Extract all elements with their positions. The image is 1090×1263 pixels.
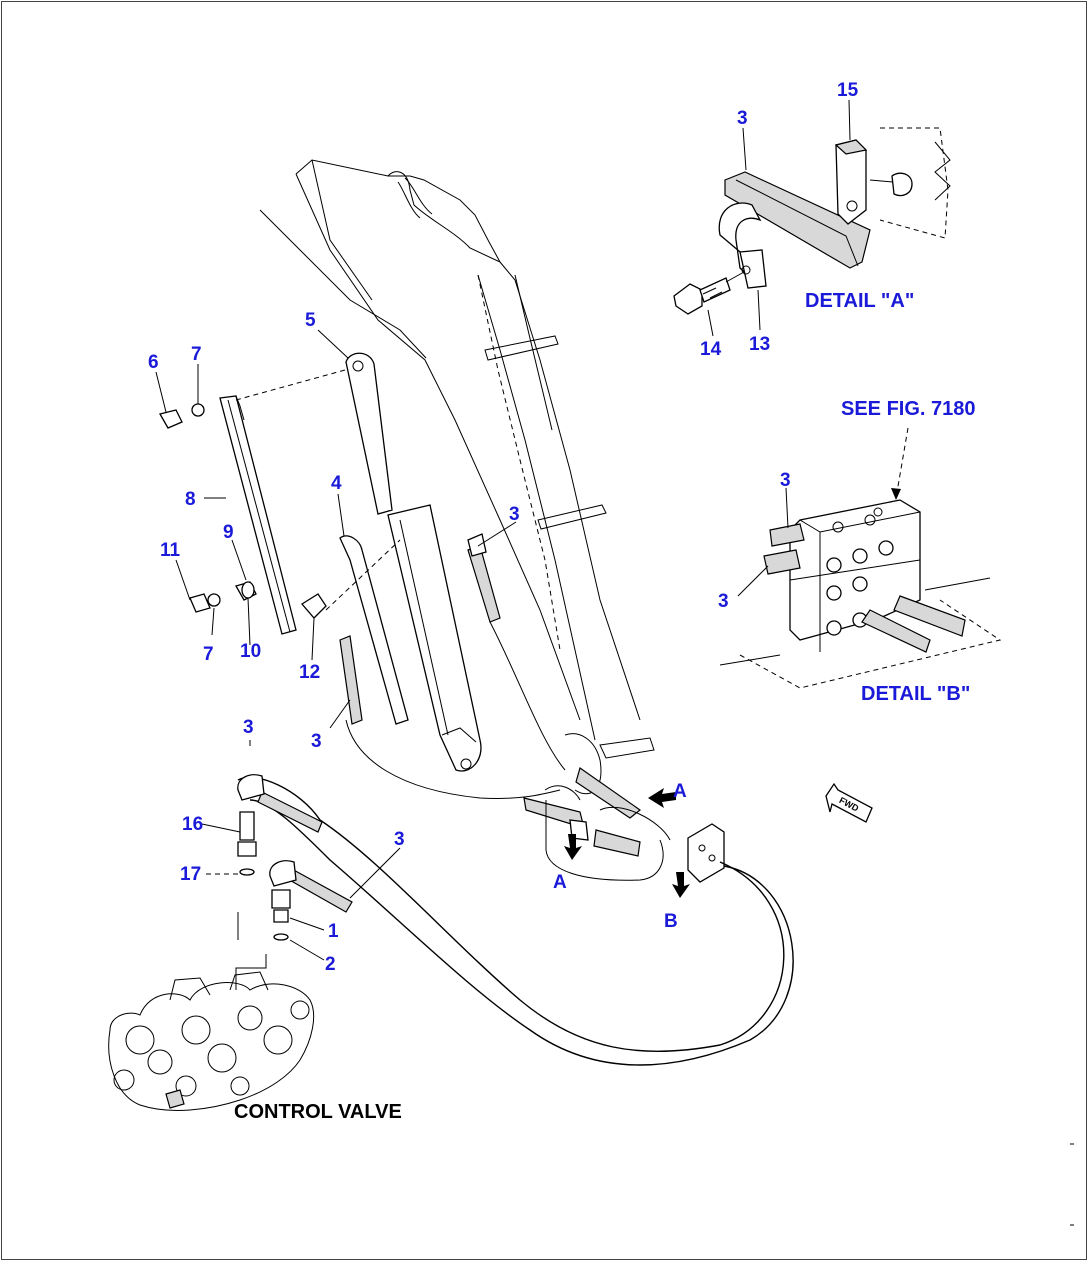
callout-2: 2 bbox=[325, 954, 336, 975]
callout-10: 10 bbox=[240, 641, 261, 662]
control-valve bbox=[108, 971, 315, 1111]
hydraulic-cylinder bbox=[345, 352, 482, 772]
callout-9: 9 bbox=[223, 522, 234, 543]
callout-3e: 3 bbox=[394, 829, 405, 850]
callout-13: 13 bbox=[749, 334, 770, 355]
center-hoses bbox=[523, 767, 725, 883]
callout-3f: 3 bbox=[780, 470, 791, 491]
callout-17: 17 bbox=[180, 864, 201, 885]
fittings-16-17-1-2 bbox=[235, 811, 291, 990]
callout-labels: 3 15 14 13 5 6 7 8 9 11 7 10 4 12 3 3 3 … bbox=[148, 80, 859, 975]
fwd-arrow-icon: FWD bbox=[825, 782, 873, 823]
callout-7: 7 bbox=[191, 344, 202, 365]
callout-6: 6 bbox=[148, 352, 159, 373]
callout-3c: 3 bbox=[243, 717, 254, 738]
see-fig-caption: SEE FIG. 7180 bbox=[841, 398, 976, 420]
callout-16: 16 bbox=[182, 814, 203, 835]
captions: DETAIL "A" SEE FIG. 7180 DETAIL "B" CONT… bbox=[234, 290, 976, 1123]
callout-1: 1 bbox=[328, 921, 339, 942]
callout-4: 4 bbox=[331, 473, 342, 494]
cover-plate bbox=[219, 395, 297, 635]
leader-lines bbox=[155, 99, 909, 961]
detail-b-assembly bbox=[719, 499, 1002, 689]
callout-5: 5 bbox=[305, 310, 316, 331]
callout-3b: 3 bbox=[509, 504, 520, 525]
detail-b-caption: DETAIL "B" bbox=[861, 683, 970, 705]
callout-15: 15 bbox=[837, 80, 859, 101]
callout-3d: 3 bbox=[311, 731, 322, 752]
tube-and-hoses-left bbox=[159, 403, 566, 799]
callout-12: 12 bbox=[299, 662, 320, 683]
edge-marks bbox=[1070, 1143, 1074, 1226]
view-marker-a-bottom: A bbox=[553, 872, 567, 893]
view-marker-a-right: A bbox=[673, 781, 687, 802]
callout-7b: 7 bbox=[203, 644, 214, 665]
detail-a-assembly bbox=[673, 127, 951, 315]
view-marker-b: B bbox=[664, 911, 678, 932]
detail-a-caption: DETAIL "A" bbox=[805, 290, 914, 312]
view-arrows bbox=[564, 788, 690, 898]
callout-3: 3 bbox=[737, 108, 748, 129]
control-valve-caption: CONTROL VALVE bbox=[234, 1101, 402, 1123]
callout-8: 8 bbox=[185, 489, 196, 510]
callout-11: 11 bbox=[160, 540, 181, 561]
callout-3g: 3 bbox=[718, 591, 729, 612]
callout-14: 14 bbox=[700, 339, 722, 360]
long-hoses bbox=[237, 774, 794, 1066]
boom-outline bbox=[259, 159, 655, 801]
